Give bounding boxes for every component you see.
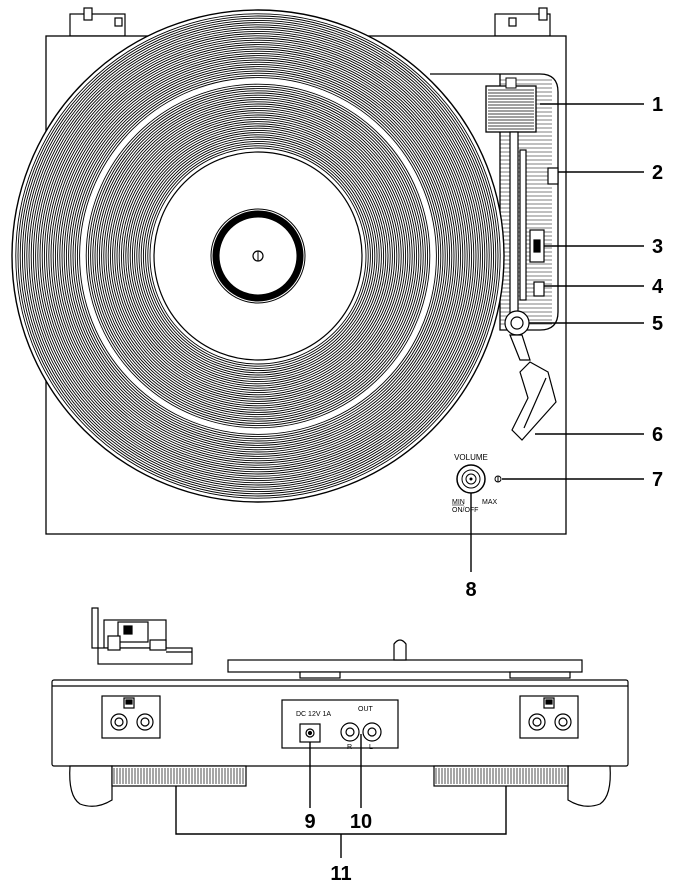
right-damper <box>433 765 569 787</box>
right-channel-label: R <box>347 744 352 751</box>
callout-2: 2 <box>652 162 663 184</box>
callout-lines-rear <box>175 734 507 858</box>
on-off-label: ON/OFF <box>452 507 478 514</box>
platter-side <box>227 659 583 673</box>
right-hinge <box>494 7 551 37</box>
rear-connector-panel <box>281 699 399 749</box>
left-foot <box>69 765 113 807</box>
right-hinge-mount <box>519 695 579 739</box>
callout-5: 5 <box>652 313 663 335</box>
dc-power-label: DC 12V 1A <box>296 711 331 718</box>
spindle-side <box>393 639 407 661</box>
callout-10: 10 <box>350 811 372 833</box>
power-indicator-led <box>494 475 502 483</box>
left-hinge-mount <box>101 695 161 739</box>
right-foot <box>567 765 611 807</box>
counterweight <box>485 77 537 133</box>
left-damper <box>111 765 247 787</box>
min-label: MIN <box>452 499 465 506</box>
callout-7: 7 <box>652 469 663 491</box>
callout-1: 1 <box>652 94 663 116</box>
max-label: MAX <box>482 499 498 506</box>
callout-9: 9 <box>304 811 315 833</box>
callout-11: 11 <box>330 863 351 885</box>
left-channel-label: L <box>369 744 373 751</box>
callout-4: 4 <box>652 276 664 298</box>
tonearm-side <box>91 607 193 665</box>
callout-3: 3 <box>652 236 663 258</box>
volume-label: VOLUME <box>454 453 488 462</box>
tonearm <box>504 131 559 441</box>
left-hinge <box>69 7 126 37</box>
callout-6: 6 <box>652 424 663 446</box>
top-view: VOLUME MIN ON/OFF MAX <box>11 7 567 535</box>
callout-lines-top <box>470 103 644 572</box>
out-label: OUT <box>358 706 374 713</box>
vinyl-record <box>11 9 505 503</box>
volume-knob[interactable] <box>456 464 486 494</box>
callout-8: 8 <box>465 579 476 601</box>
center-mat-ring <box>212 210 304 302</box>
rear-view <box>51 607 629 807</box>
